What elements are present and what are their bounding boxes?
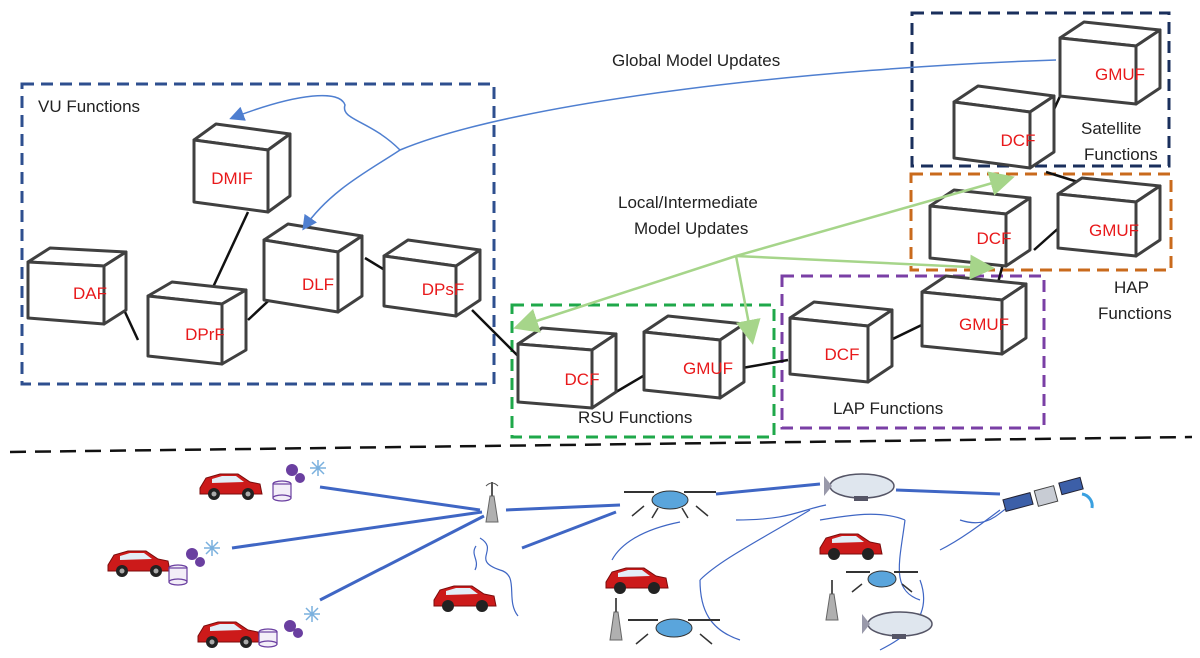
local-model-updates-label-line2: Model Updates [634,219,748,238]
vu-functions-label: VU Functions [38,97,140,116]
antenna-tower-icon [609,598,623,641]
satellite-functions-group [910,11,1171,168]
layer-separator [9,435,1193,454]
lap-dcf-box: DCF [788,300,894,384]
hap-dcf-label: DCF [977,229,1012,248]
lap-gmuf-label: GMUF [959,315,1009,334]
dlf-label: DLF [302,275,334,294]
sat-gmuf-box: GMUF [1058,20,1162,106]
wireless-coverage-lines [473,504,1013,651]
gear-icon [186,464,305,638]
rsu-functions-group [510,303,776,439]
sat-dcf-label: DCF [1001,131,1036,150]
dprf-label: DPrF [185,325,225,344]
dpsf-box: DPsF [382,238,482,318]
hap-functions-label-line1: HAP [1114,278,1149,297]
sat-gmuf-label: GMUF [1095,65,1145,84]
network-links [231,482,1001,602]
vu-functions-group [20,82,496,386]
global-update-arrows [229,59,1057,231]
car-icon [197,621,261,648]
daf-box: DAF [26,246,128,326]
rsu-gmuf-box: GMUF [642,314,746,400]
hap-gmuf-label: GMUF [1089,221,1139,240]
lap-dcf-label: DCF [825,345,860,364]
car-icon [605,567,669,594]
local-model-updates-label-line1: Local/Intermediate [618,193,758,212]
hap-functions-label-line2: Functions [1098,304,1172,323]
dmif-box: DMIF [192,122,292,214]
satellite-icon [1002,476,1094,513]
satellite-functions-label-line2: Functions [1084,145,1158,164]
drone-icon [628,618,720,645]
rsu-dcf-box: DCF [516,326,618,410]
hap-gmuf-box: GMUF [1056,176,1162,258]
drone-icon [624,490,716,519]
hap-dcf-box: DCF [928,188,1032,268]
daf-label: DAF [73,284,107,303]
airship-icon [862,611,933,639]
rsu-dcf-label: DCF [565,370,600,389]
rsu-gmuf-label: GMUF [683,359,733,378]
car-icon [819,533,883,560]
lap-functions-group [780,274,1046,430]
car-icon [107,550,171,577]
local-update-arrows [513,171,1015,345]
dlf-box: DLF [262,222,364,314]
drone-icon [846,570,918,593]
rsu-functions-label: RSU Functions [578,408,692,427]
hap-functions-group [909,172,1173,272]
dmif-label: DMIF [211,169,253,188]
satellite-functions-label-line1: Satellite [1081,119,1141,138]
car-icon [199,473,263,500]
snowflake-icon [204,460,326,622]
antenna-tower-icon [485,482,499,523]
airship-icon [824,473,895,501]
lap-functions-label: LAP Functions [833,399,943,418]
dprf-box: DPrF [146,280,248,366]
car-icon [433,585,497,612]
database-icon [168,480,292,648]
antenna-tower-icon [825,580,839,621]
dpsf-label: DPsF [422,280,465,299]
global-model-updates-label: Global Model Updates [612,51,780,70]
lap-gmuf-box: GMUF [920,274,1028,356]
sat-dcf-box: DCF [952,84,1056,170]
